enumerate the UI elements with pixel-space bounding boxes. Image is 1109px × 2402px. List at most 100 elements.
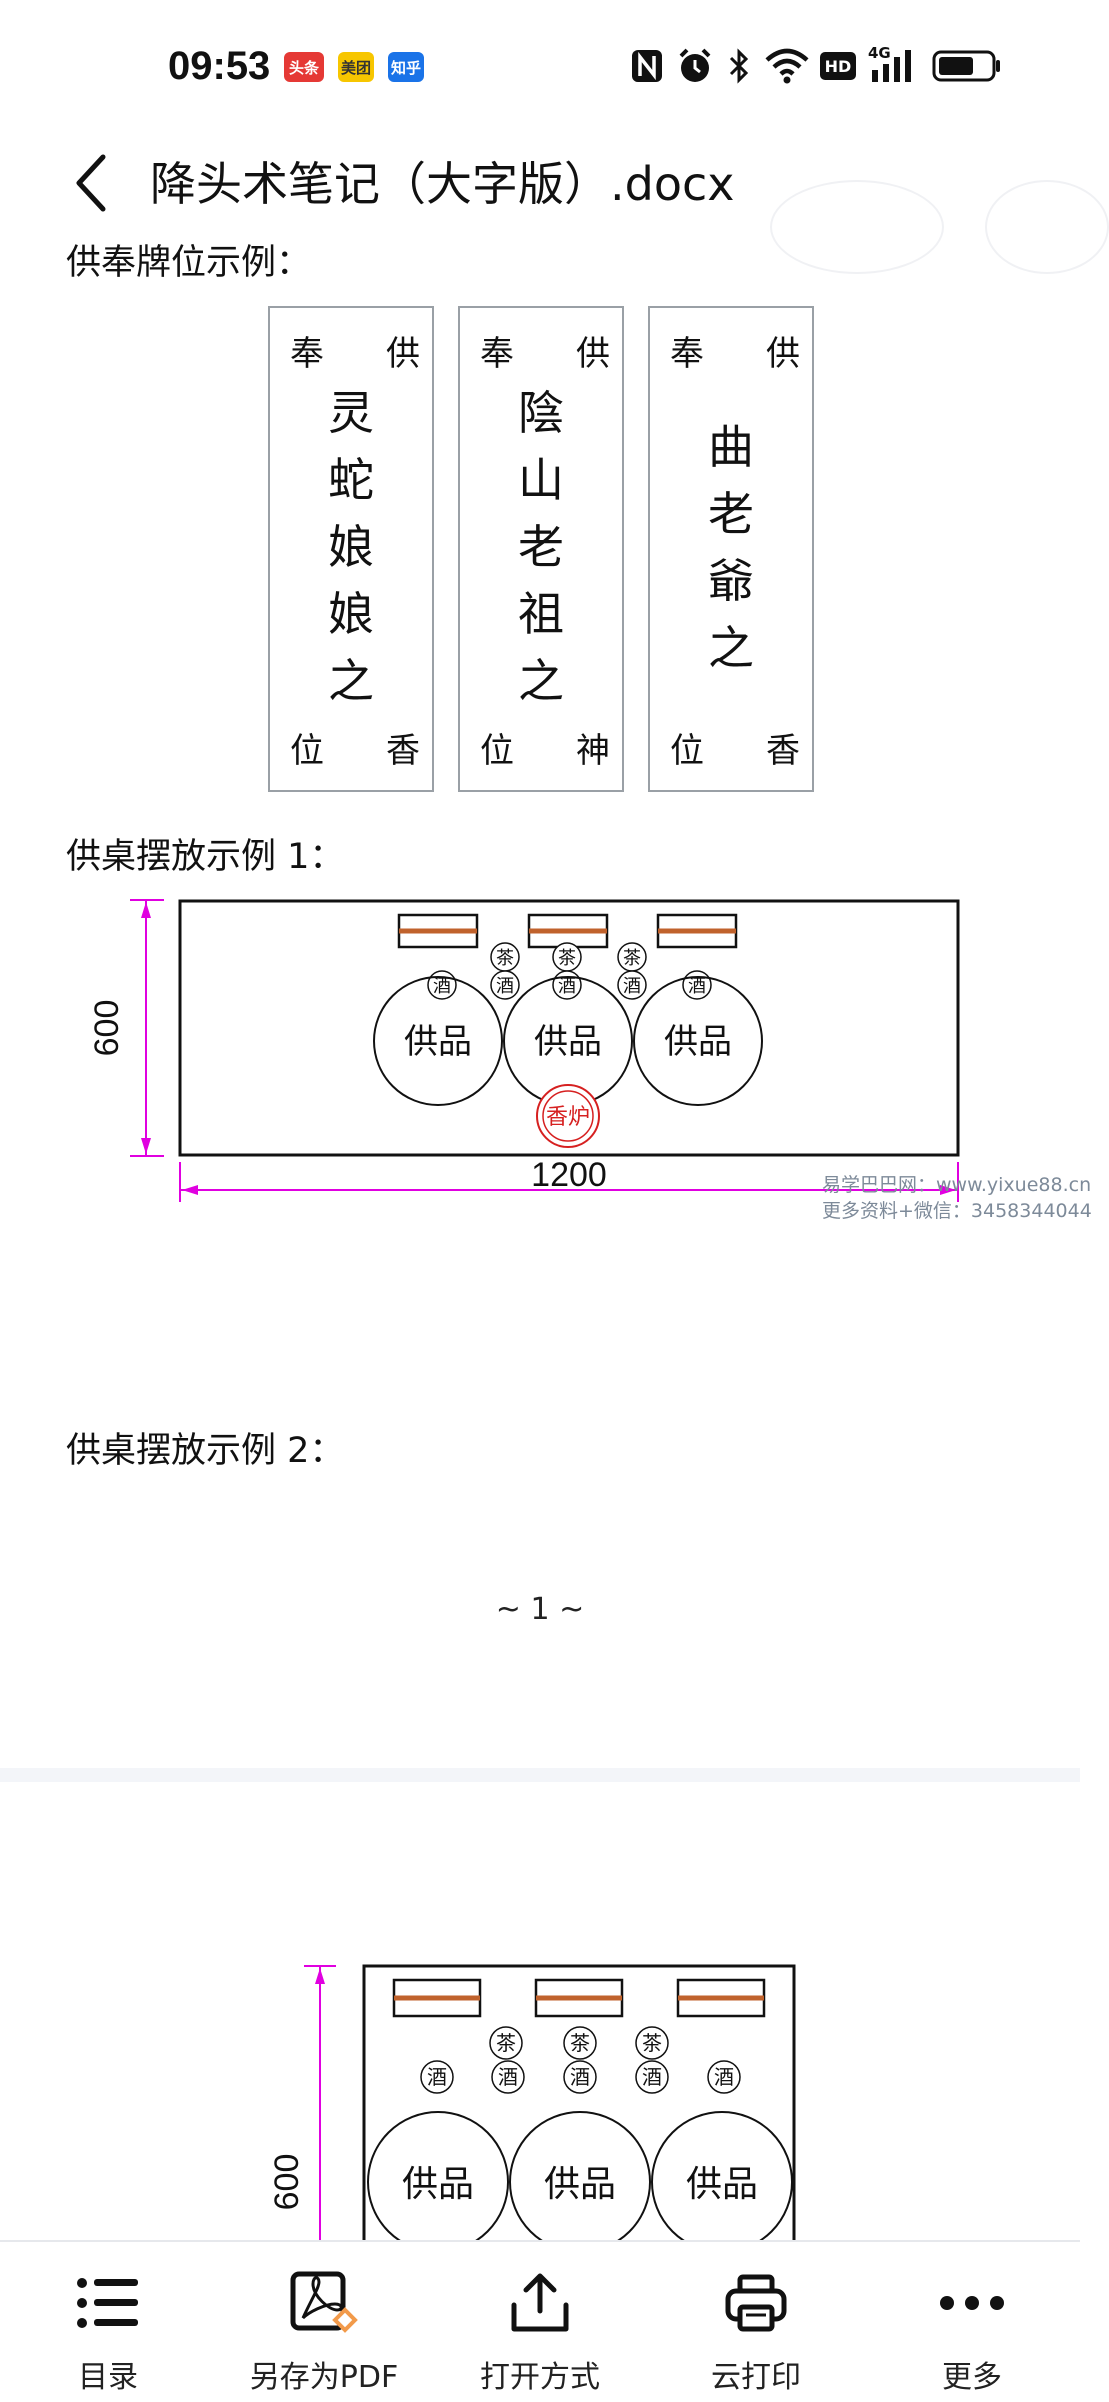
tea-label: 茶: [496, 948, 514, 969]
tablet-char: 蛇: [328, 453, 374, 507]
save-as-pdf-button[interactable]: 另存为PDF: [216, 2242, 432, 2402]
tablet-char: 之: [518, 654, 564, 708]
tea-label: 茶: [642, 2031, 662, 2055]
wine-cup: [563, 2060, 597, 2094]
tablet-corner: 奉: [480, 334, 514, 374]
offering-label: 供品: [534, 1022, 602, 1062]
altar-layout-diagram-1: 600 茶 茶 茶 酒 酒 酒 酒 酒: [88, 899, 960, 1202]
wine-cup: [490, 970, 520, 1000]
cloud-print-button[interactable]: 云打印: [648, 2242, 864, 2402]
tea-label: 茶: [496, 2031, 516, 2055]
tablet-char: 山: [518, 453, 564, 507]
watermark-line: 易学巴巴网：www.yixue88.cn: [822, 1174, 1092, 1196]
censer-label: 香炉: [546, 1105, 590, 1130]
wine-label: 酒: [496, 976, 514, 997]
tablet-char: 娘: [328, 520, 374, 574]
tablet-char: 祖: [518, 587, 564, 641]
wine-label: 酒: [623, 976, 641, 997]
tablet-char: 爺: [708, 554, 754, 608]
tablet-char: 之: [708, 621, 754, 675]
memorial-tablet: 奉 供 曲 老 爺 之 位 香: [648, 306, 814, 792]
incense-burner: [536, 1084, 600, 1148]
offering-label: 供品: [664, 1022, 732, 1062]
tablet-corner: 供: [576, 334, 610, 374]
pdf-icon: [290, 2271, 358, 2333]
toc-button[interactable]: 目录: [0, 2242, 216, 2402]
bottom-toolbar: 目录 另存为PDF 打开方式: [0, 2240, 1080, 2402]
tablet-corner: 位: [480, 731, 514, 771]
memorial-tablet: 奉 供 灵 蛇 娘 娘 之 位 香: [268, 306, 434, 792]
zhihu-app-icon: 知乎: [388, 52, 424, 82]
tea-cup: [563, 2026, 597, 2060]
wine-cup: [420, 2060, 454, 2094]
section-title: 供桌摆放示例 2：: [66, 1431, 345, 1471]
toolbar-label: 另存为PDF: [249, 2360, 399, 2395]
altar-layout-diagram-2: 600 茶 茶 茶 酒 酒 酒 酒 酒 供品: [268, 1964, 796, 2258]
toolbar-label: 更多: [942, 2360, 1002, 2395]
back-button[interactable]: [56, 138, 126, 228]
printer-icon: [725, 2274, 787, 2332]
wine-label: 酒: [427, 2065, 447, 2089]
app-header: 降头术笔记（大字版）.docx: [0, 130, 1080, 242]
wifi-icon: [765, 48, 809, 84]
height-label: 600: [268, 2154, 306, 2211]
width-label: 1200: [531, 1156, 607, 1194]
wine-label: 酒: [498, 2065, 518, 2089]
wine-label: 酒: [688, 976, 706, 997]
nfc-icon: [632, 50, 662, 82]
signal-4g-icon: 4G: [868, 44, 928, 86]
height-label: 600: [88, 1000, 126, 1057]
tablet-char: 娘: [328, 587, 374, 641]
tablet-corner: 神: [576, 731, 610, 771]
page-separator: [0, 1768, 1080, 1782]
meituan-app-icon: 美团: [338, 52, 374, 82]
bluetooth-icon: [729, 48, 749, 84]
tablet-corner: 奉: [670, 334, 704, 374]
toolbar-label: 打开方式: [480, 2360, 600, 2395]
wine-label: 酒: [570, 2065, 590, 2089]
floating-control: [770, 180, 944, 274]
tea-label: 茶: [570, 2031, 590, 2055]
section-title: 供奉牌位示例：: [66, 243, 312, 283]
tablet-corner: 奉: [290, 334, 324, 374]
alarm-icon: [679, 48, 711, 82]
toutiao-app-icon: 头条: [284, 52, 324, 82]
tablet-corner: 位: [670, 731, 704, 771]
list-icon: [77, 2278, 138, 2328]
tablet-char: 老: [518, 520, 564, 574]
wine-cup: [617, 970, 647, 1000]
more-icon: [940, 2296, 1004, 2310]
toolbar-label: 目录: [78, 2360, 138, 2395]
offering-label: 供品: [404, 1022, 472, 1062]
tablet-char: 灵: [328, 386, 374, 440]
battery-icon: [932, 50, 1000, 82]
status-time: 09:53: [168, 44, 271, 88]
offering-label: 供品: [686, 2164, 758, 2205]
tablet-char: 陰: [518, 386, 564, 440]
tablet-corner: 香: [766, 731, 800, 771]
tea-cup: [635, 2026, 669, 2060]
page-number: ~ 1 ~: [495, 1592, 585, 1627]
tablet-char: 曲: [708, 420, 754, 474]
hd-icon: HD: [820, 52, 856, 80]
offering-label: 供品: [544, 2164, 616, 2205]
share-icon: [511, 2273, 569, 2332]
open-with-button[interactable]: 打开方式: [432, 2242, 648, 2402]
tablet-char: 老: [708, 487, 754, 541]
more-button[interactable]: 更多: [864, 2242, 1080, 2402]
wine-label: 酒: [714, 2065, 734, 2089]
tablet-char: 之: [328, 654, 374, 708]
wine-cup: [707, 2060, 741, 2094]
tablet-corner: 香: [386, 731, 420, 771]
document-title: 降头术笔记（大字版）.docx: [150, 157, 735, 211]
tablet-corner: 位: [290, 731, 324, 771]
wine-cup: [491, 2060, 525, 2094]
wine-label: 酒: [558, 976, 576, 997]
offering-plate: [373, 976, 503, 1106]
floating-control: [985, 180, 1109, 274]
toolbar-label: 云打印: [711, 2360, 801, 2395]
document-viewer[interactable]: 供奉牌位示例： 奉 供 灵 蛇 娘 娘 之 位 香 奉 供 陰 山 老 祖 之 …: [0, 180, 1109, 2258]
memorial-tablet: 奉 供 陰 山 老 祖 之 位 神: [458, 306, 624, 792]
watermark-line: 更多资料+微信：3458344044: [822, 1200, 1092, 1222]
offering-label: 供品: [402, 2164, 474, 2205]
